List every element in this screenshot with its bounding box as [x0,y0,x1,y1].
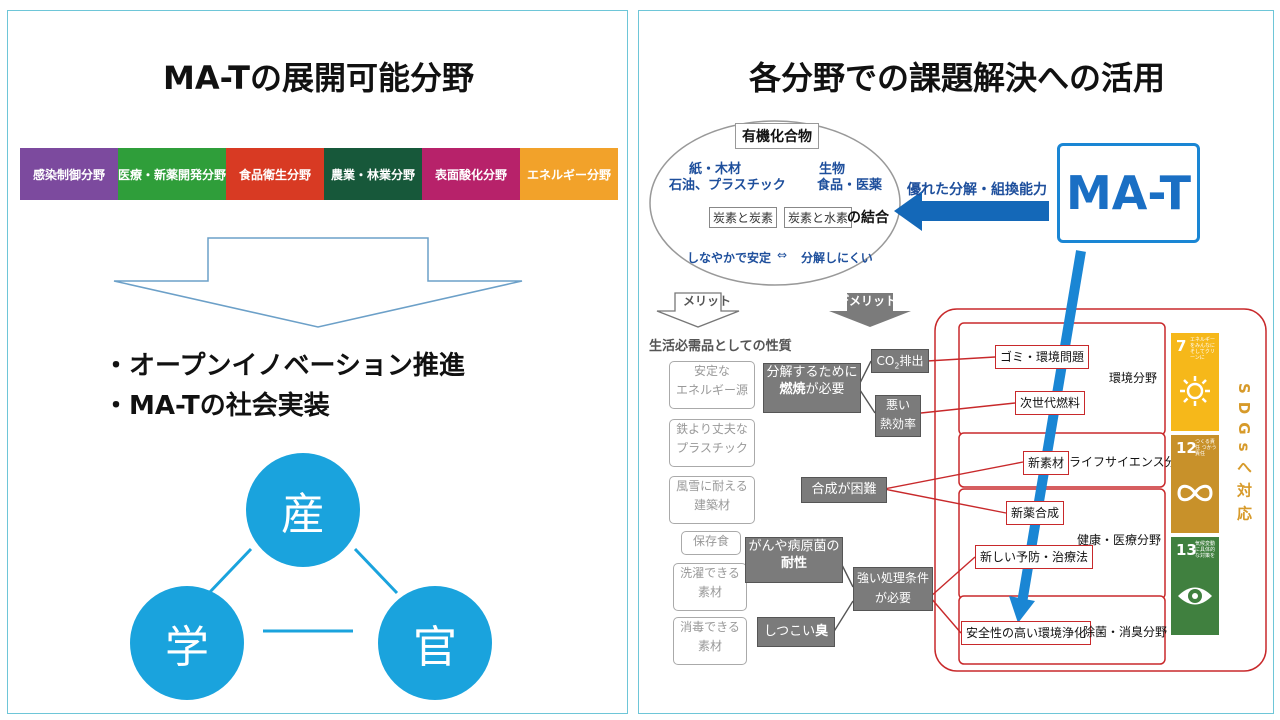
gray-item-washable: 洗濯できる 素材 [673,563,747,611]
odor-keyword: 臭い [789,624,829,667]
academia-circle: 学 [130,586,244,700]
sdgs-vertical-label: SDGsへ対応 [1235,383,1253,529]
field-medical: 医療・新薬開発分野 [118,148,227,200]
bullet-social-implementation: ・MA-Tの社会実装 [103,391,330,421]
left-panel: MA-Tの展開可能分野 感染制御分野 医療・新薬開発分野 食品衛生分野 農業・林… [7,10,628,714]
hard-to-decompose-label: 分解しにくい [801,251,873,265]
domain-sterilization: 除菌・消臭分野 [1083,625,1168,639]
field-infection-control: 感染制御分野 [20,148,118,200]
sdg-7-text: エネルギーをみんなに そしてクリーンに [1190,337,1216,361]
paper-wood-label: 紙・木材 [689,162,742,177]
merit-label: メリット [683,294,732,308]
industry-circle: 産 [246,453,360,567]
co2-emission-text: 排出 [899,354,924,368]
flexible-stable-label: しなやかで安定 [687,251,772,265]
field-agriculture: 農業・林業分野 [324,148,423,200]
bullet-open-innovation: ・オープンイノベーション推進 [103,351,465,381]
government-circle: 官 [378,586,492,700]
gray-item-building: 風雪に耐える 建築材 [669,476,755,524]
solution-waste-environment: ゴミ・環境問題 [995,345,1090,369]
right-panel: 各分野での課題解決への活用 [638,10,1274,714]
sdg-7-icon: 7 エネルギーをみんなに そしてクリーンに [1171,333,1219,431]
infinity-icon [1177,484,1213,502]
sdg-7-number: 7 [1176,337,1187,355]
combustion-keyword: 燃焼 [779,382,806,397]
solution-new-drug: 新薬合成 [1006,501,1065,525]
necessities-label: 生活必需品としての性質 [649,339,792,354]
gray-item-food: 保存食 [681,531,741,555]
odor-box: しつこい臭い [757,617,835,667]
sdg-12-text: つくる責任 つかう責任 [1195,439,1217,457]
solution-next-gen-fuel: 次世代燃料 [1015,391,1086,415]
solution-prevention-treatment: 新しい予防・治療法 [975,545,1094,569]
down-arrow-icon [113,237,523,328]
resistance-box: がんや病原菌の 耐性 [745,537,843,583]
resistance-text-a: がんや病原菌の [748,539,840,554]
field-bar: 感染制御分野 医療・新薬開発分野 食品衛生分野 農業・林業分野 表面酸化分野 エ… [20,148,619,200]
field-energy: エネルギー分野 [520,148,619,200]
solution-safe-purification: 安全性の高い環境浄化 [961,621,1092,645]
bond-label: の結合 [847,210,889,226]
resistance-keyword: 耐性 [780,556,807,571]
gray-item-energy: 安定な エネルギー源 [669,361,755,409]
sdg-12-icon: 12 つくる責任 つかう責任 [1171,435,1219,533]
solution-new-material: 新素材 [1023,451,1070,475]
demerit-label: デメリット [837,294,898,308]
carbon-hydrogen-box: 炭素と水素 [784,207,853,228]
domain-life-science: ライフサイエンス分野 [1069,455,1189,469]
left-title: MA-Tの展開可能分野 [162,59,475,97]
combustion-box: 分解するために 燃焼が必要 [763,363,861,413]
sdg-12-number: 12 [1176,439,1197,457]
sdg-13-icon: 13 気候変動に具体的な対策を [1171,537,1219,635]
eye-globe-icon [1178,587,1212,605]
combustion-text-a: 分解するために [766,365,858,380]
gray-item-plastic: 鉄より丈夫な プラスチック [669,419,755,467]
food-medicine-label: 食品・医薬 [817,178,883,193]
organic-title: 有機化合物 [735,123,819,149]
sdg-13-text: 気候変動に具体的な対策を [1195,541,1216,559]
thermal-efficiency-box: 悪い 熱効率 [875,395,921,437]
co2-box: CO2排出 [871,349,929,373]
synthesis-difficult-box: 合成が困難 [801,477,887,503]
sun-icon [1180,376,1210,406]
ma-t-box: MA-T [1057,143,1200,243]
co2-text: CO [876,354,895,368]
decomposition-ability-label: 優れた分解・組換能力 [907,182,1047,198]
organism-label: 生物 [819,162,846,177]
odor-text-a: しつこい [763,624,816,639]
domain-environment: 環境分野 [1109,371,1158,385]
combustion-text-line2: 燃焼が必要 [764,381,860,398]
right-title: 各分野での課題解決への活用 [748,59,1165,97]
sdg-13-number: 13 [1176,541,1197,559]
field-surface-oxidation: 表面酸化分野 [422,148,521,200]
oil-plastic-label: 石油、プラスチック [669,178,786,193]
domain-health-medical: 健康・医療分野 [1077,533,1162,547]
field-food-hygiene: 食品衛生分野 [226,148,325,200]
equivalence-icon: ⇔ [777,248,788,262]
strong-treatment-box: 強い処理条件 が必要 [853,567,933,611]
triad-connectors [207,547,399,633]
co2-subscript: 2 [894,361,900,371]
combustion-text-c: が必要 [805,382,845,397]
gray-item-disinfect: 消毒できる 素材 [673,617,747,665]
carbon-carbon-box: 炭素と炭素 [709,207,778,228]
